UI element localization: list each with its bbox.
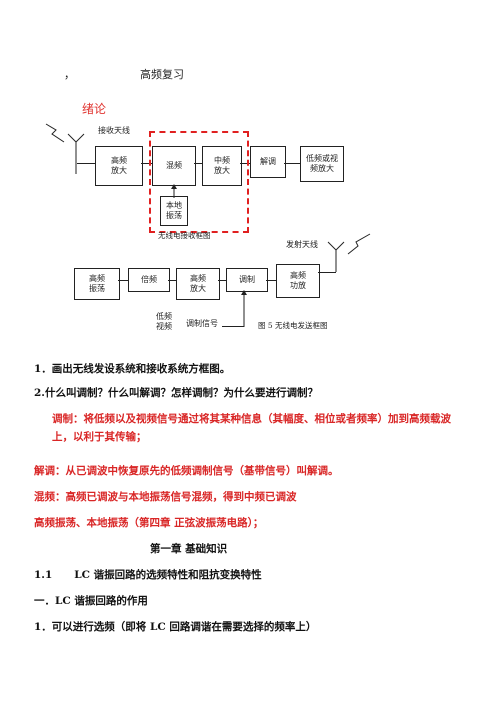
rx-connector [284,163,300,164]
answer-demodulation: 解调：从已调波中恢复原先的低频调制信号（基带信号）叫解调。 [34,465,339,477]
header-comma: ， [64,68,75,81]
rx-connector [77,163,95,164]
tx-rf-osc-box: 高频 振荡 [74,268,120,300]
tx-mod-signal-line [222,326,244,327]
subsection-one: 一．LC 谐振回路的作用 [34,595,148,607]
section-1-1: 1.1 LC 谐振回路的选频特性和阻抗变换特性 [34,569,262,581]
answer-modulation: 调制：将低频以及视频信号通过将其某种信息（其幅度、相位或者频率）加到高频载波上，… [52,413,451,444]
tx-connector [266,280,276,281]
answer-mixing: 混频：高频已调波与本地振荡信号混频，得到中频已调波 [34,491,297,503]
rx-if-amp-box: 中频 放大 [202,146,242,186]
tx-mod-arrow-icon [241,290,247,327]
tx-power-amp-box: 高频 功放 [276,264,320,298]
mixer-highlight-frame [149,131,249,233]
page-title: 高频复习 [140,68,184,81]
transmit-antenna-icon [327,233,371,272]
question-2: 2.什么叫调制？什么叫解调？怎样调制？为什么要进行调制？ [34,387,318,399]
tx-connector [118,280,128,281]
rx-connector [141,163,152,164]
chapter-heading: 第一章 基础知识 [150,543,228,555]
tx-connector [318,272,336,273]
rx-mixer-box: 混频 [152,146,196,186]
receive-antenna-icon [45,123,85,174]
tx-rf-amp-box: 高频 放大 [176,268,220,300]
tx-input-label: 低频 视频 [156,312,172,331]
rx-demod-box: 解调 [250,146,286,178]
receiver-caption: 无线电接收框图 [158,231,211,240]
section-title: 绪论 [82,102,107,116]
question-1: 1．画出无线发设系统和接收系统方框图。 [34,363,231,375]
rx-lo-arrow-icon [171,184,177,198]
rx-connector [240,163,250,164]
tx-connector [218,280,226,281]
rx-lo-box: 本地 振荡 [160,196,188,226]
rx-connector [194,163,202,164]
tx-mod-box: 调制 [226,268,268,292]
receive-antenna-label: 接收天线 [98,126,130,135]
answer-oscillation: 高频振荡、本地振荡（第四章 正弦波振荡电路）； [34,517,264,529]
subsection-one-item-1: 1．可以进行选频（即将 LC 回路调谐在需要选择的频率上） [34,621,317,633]
tx-mod-signal-label: 调制信号 [186,319,218,328]
transmitter-caption: 图 5 无线电发送框图 [258,321,328,330]
rx-rf-amp-box: 高频 放大 [95,146,143,186]
rx-lf-amp-box: 低频或视 频放大 [300,146,344,182]
tx-multiplier-box: 倍频 [128,268,170,292]
tx-connector [168,280,176,281]
transmit-antenna-label: 发射天线 [286,240,318,249]
